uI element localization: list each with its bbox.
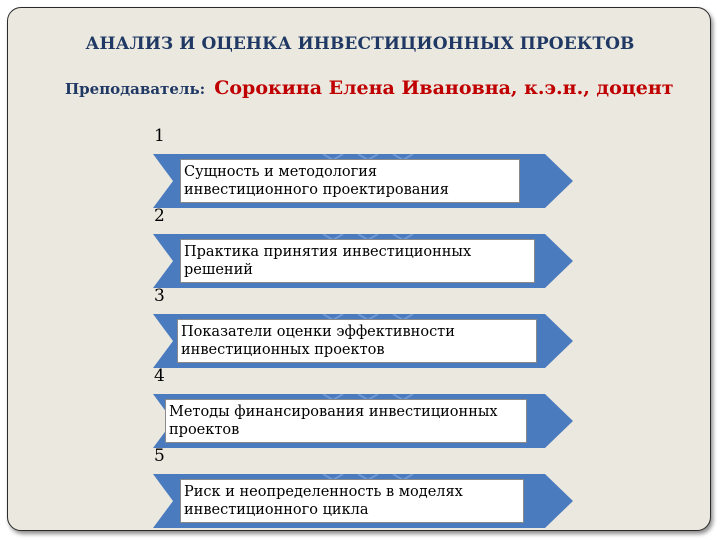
step-box-2: Практика принятия инвестиционных решений xyxy=(180,239,535,283)
step-number-4: 4 xyxy=(154,366,165,386)
slide-title: АНАЛИЗ И ОЦЕНКА ИНВЕСТИЦИОННЫХ ПРОЕКТОВ xyxy=(85,34,635,54)
step-number-1: 1 xyxy=(154,126,165,146)
step-box-3: Показатели оценки эффективности инвестиц… xyxy=(177,319,537,363)
step-box-5: Риск и неопределенность в моделях инвест… xyxy=(180,479,524,523)
step-number-3: 3 xyxy=(154,286,165,306)
teacher-label: Преподаватель: xyxy=(65,80,206,98)
teacher-name: Сорокина Елена Ивановна, к.э.н., доцент xyxy=(214,77,674,99)
step-number-5: 5 xyxy=(154,446,165,466)
teacher-line: Преподаватель: Сорокина Елена Ивановна, … xyxy=(65,77,674,99)
step-box-1: Сущность и методология инвестиционного п… xyxy=(180,159,520,203)
step-number-2: 2 xyxy=(154,206,165,226)
step-box-4: Методы финансирования инвестиционных про… xyxy=(165,399,527,443)
slide: АНАЛИЗ И ОЦЕНКА ИНВЕСТИЦИОННЫХ ПРОЕКТОВ … xyxy=(7,7,711,531)
